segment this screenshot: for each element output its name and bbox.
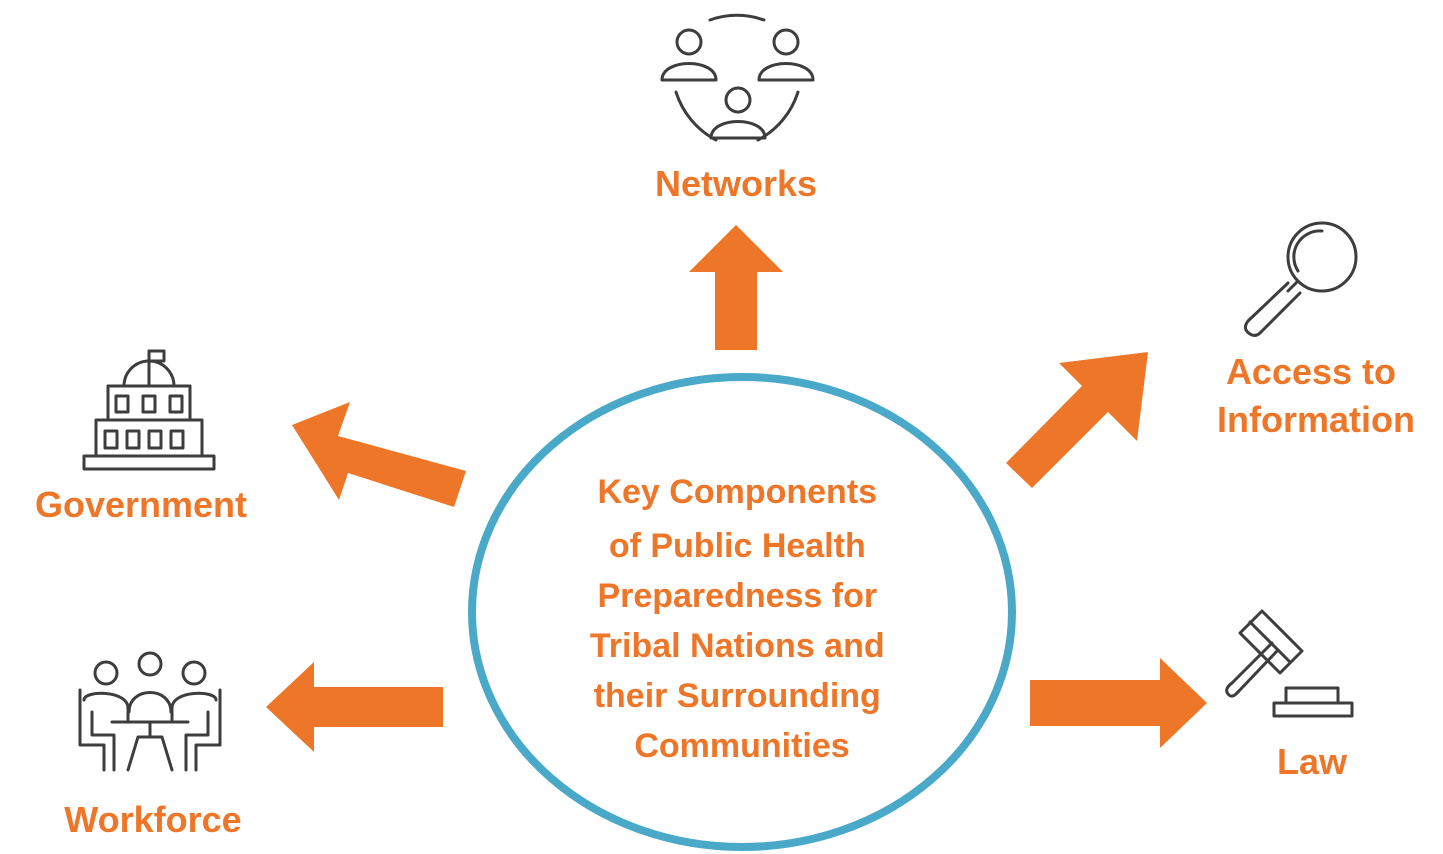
arrow-to-networks: [689, 225, 783, 350]
access-information-line-1: Access to: [1226, 351, 1396, 392]
law-label: Law: [1277, 741, 1348, 782]
center-circle: [468, 373, 1016, 851]
gavel-icon: [1225, 609, 1354, 718]
access-information-label: Access to Information: [1217, 351, 1415, 440]
capitol-building-icon: [82, 349, 216, 471]
government-label: Government: [35, 484, 247, 525]
center-title-line-1: Key Components: [597, 473, 877, 511]
center-title: Key Components of Public Health Prepared…: [590, 473, 894, 765]
center-title-line-2: of Public Health: [609, 527, 866, 565]
access-information-line-2: Information: [1217, 399, 1415, 440]
magnifying-glass-icon: [1243, 221, 1358, 337]
center-title-line-5: their Surrounding: [594, 677, 881, 715]
center-title-line-6: Communities: [634, 727, 849, 765]
people-network-icon: [660, 13, 815, 142]
team-meeting-icon: [78, 651, 222, 772]
center-node: Key Components of Public Health Prepared…: [468, 373, 1016, 851]
workforce-label: Workforce: [64, 799, 241, 840]
arrow-to-access-information: [1006, 352, 1148, 488]
center-title-line-4: Tribal Nations and: [590, 627, 885, 665]
arrow-to-workforce: [266, 662, 443, 752]
arrow-to-law: [1030, 658, 1207, 748]
center-title-line-3: Preparedness for: [597, 577, 877, 615]
arrow-to-government: [292, 402, 466, 507]
networks-label: Networks: [655, 163, 817, 204]
